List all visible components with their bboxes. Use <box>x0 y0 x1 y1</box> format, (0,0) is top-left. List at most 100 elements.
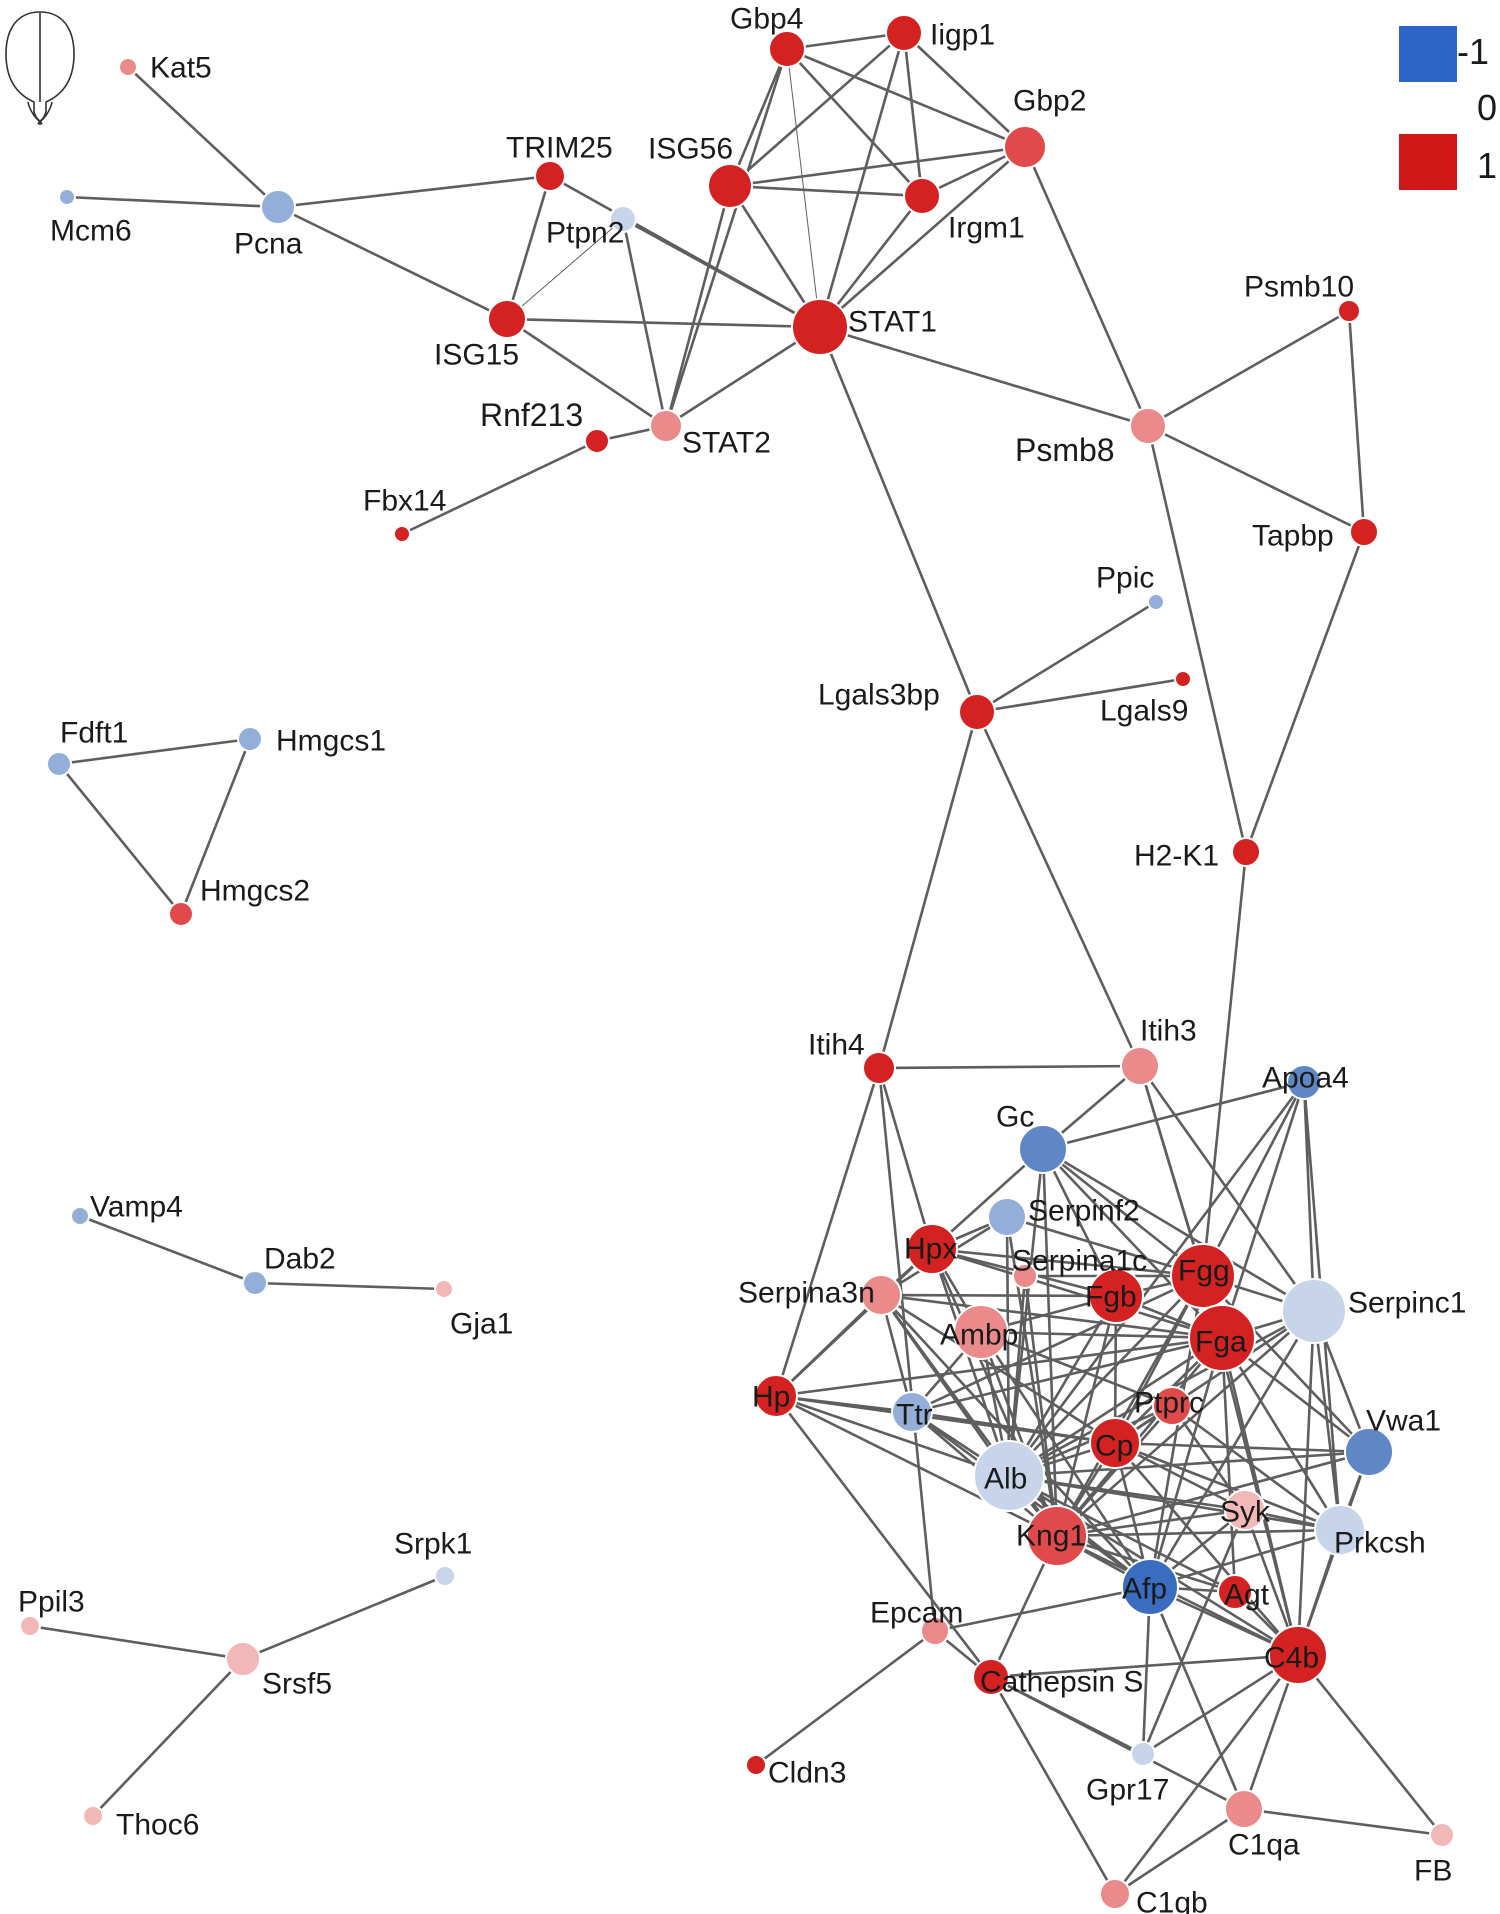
node-srpk1[interactable] <box>434 1565 456 1587</box>
node-kat5[interactable] <box>118 57 138 77</box>
node-hp[interactable] <box>754 1374 798 1418</box>
edge-dab2-gja1 <box>253 1281 446 1291</box>
node-apoa4[interactable] <box>1286 1064 1322 1100</box>
node-trim25[interactable] <box>534 160 566 192</box>
node-afp[interactable] <box>1121 1558 1179 1616</box>
node-cathepsins[interactable] <box>972 1658 1010 1696</box>
node-psmb8[interactable] <box>1129 407 1167 445</box>
edge-tapbp-h2-k1 <box>1244 530 1366 854</box>
node-serpina3n[interactable] <box>860 1274 902 1316</box>
node-isg56[interactable] <box>707 163 753 209</box>
edge-cathepsins-c1qb <box>989 1675 1117 1896</box>
node-ptprc[interactable] <box>1152 1386 1192 1426</box>
node-cldn3[interactable] <box>745 1754 767 1776</box>
edge-fga-alb <box>1007 1336 1224 1478</box>
node-ppil3[interactable] <box>19 1615 41 1637</box>
node-label-serpina1c: Serpina1c <box>1012 1245 1147 1278</box>
node-gja1[interactable] <box>434 1279 454 1299</box>
node-syk[interactable] <box>1224 1489 1266 1531</box>
node-srsf5[interactable] <box>225 1641 261 1677</box>
node-label-isg15: ISG15 <box>434 339 519 372</box>
edge-serpinf2-fgg <box>1005 1215 1205 1278</box>
node-label-apoa4: Apoa4 <box>1262 1062 1349 1095</box>
edge-psmb8-psmb10 <box>1146 309 1351 428</box>
node-label-fgb: Fgb <box>1085 1281 1137 1314</box>
node-thoc6[interactable] <box>82 1805 104 1827</box>
node-stat2[interactable] <box>649 409 683 443</box>
node-ambp[interactable] <box>953 1304 1009 1360</box>
node-agt[interactable] <box>1217 1574 1253 1610</box>
node-lgals9[interactable] <box>1174 670 1192 688</box>
node-label-fdft1: Fdft1 <box>60 717 128 750</box>
node-ppic[interactable] <box>1147 593 1165 611</box>
node-fb[interactable] <box>1429 1822 1455 1848</box>
node-label-serpinc1: Serpinc1 <box>1348 1287 1466 1320</box>
node-c4b[interactable] <box>1268 1625 1328 1685</box>
node-dab2[interactable] <box>242 1270 268 1296</box>
edge-hpx-fga <box>930 1247 1224 1340</box>
node-prkcsh[interactable] <box>1314 1504 1366 1556</box>
node-label-trim25: TRIM25 <box>506 132 613 165</box>
node-label-itih4: Itih4 <box>808 1029 865 1062</box>
edge-lgals3bp-ppic <box>975 600 1158 714</box>
node-c1qb[interactable] <box>1099 1878 1131 1910</box>
node-iigp1[interactable] <box>885 14 923 52</box>
node-serpinc1[interactable] <box>1281 1278 1347 1344</box>
node-mcm6[interactable] <box>58 188 76 206</box>
node-itih4[interactable] <box>862 1051 896 1085</box>
node-gbp2[interactable] <box>1003 125 1047 169</box>
node-label-h2-k1: H2-K1 <box>1134 840 1219 873</box>
node-label-cathepsins: Cathepsin S <box>980 1666 1143 1699</box>
node-tapbp[interactable] <box>1349 517 1379 547</box>
node-kng1[interactable] <box>1026 1505 1088 1567</box>
node-label-psmb8: Psmb8 <box>1015 432 1115 468</box>
node-label-isg56: ISG56 <box>648 133 733 166</box>
edge-ambp-fga <box>979 1330 1224 1340</box>
node-hmgcs2[interactable] <box>168 901 194 927</box>
node-fga[interactable] <box>1188 1304 1256 1372</box>
node-fgg[interactable] <box>1170 1243 1236 1309</box>
node-serpina1c[interactable] <box>1012 1263 1038 1289</box>
node-label-rnf213: Rnf213 <box>480 397 583 433</box>
node-hpx[interactable] <box>906 1223 958 1275</box>
edge-iigp1-irgm1 <box>902 31 924 198</box>
edge-iigp1-stat1 <box>818 31 906 329</box>
node-isg15[interactable] <box>487 299 527 339</box>
node-epcam[interactable] <box>920 1616 950 1646</box>
node-gc[interactable] <box>1018 1124 1068 1174</box>
node-layer <box>19 14 1455 1910</box>
node-fbx14[interactable] <box>393 525 411 543</box>
node-alb[interactable] <box>973 1440 1045 1512</box>
node-label-ppic: Ppic <box>1096 562 1154 595</box>
node-serpinf2[interactable] <box>987 1197 1027 1237</box>
node-fgb[interactable] <box>1088 1268 1144 1324</box>
node-fdft1[interactable] <box>46 751 72 777</box>
node-vwa1[interactable] <box>1344 1427 1394 1477</box>
node-h2-k1[interactable] <box>1231 837 1261 867</box>
node-ttr[interactable] <box>891 1391 933 1433</box>
node-stat1[interactable] <box>791 298 849 356</box>
edge-ptprc-ambp <box>979 1330 1174 1408</box>
node-hmgcs1[interactable] <box>237 726 263 752</box>
node-rnf213[interactable] <box>584 428 610 454</box>
node-itih3[interactable] <box>1120 1046 1160 1086</box>
node-lgals3bp[interactable] <box>958 693 996 731</box>
legend-swatch-pos <box>1399 134 1457 190</box>
node-cp[interactable] <box>1089 1417 1141 1469</box>
node-vamp4[interactable] <box>70 1206 90 1226</box>
edge-apoa4-alb <box>1007 1080 1306 1478</box>
node-pcna[interactable] <box>260 189 296 225</box>
node-c1qa[interactable] <box>1224 1789 1264 1829</box>
node-gpr17[interactable] <box>1130 1741 1156 1767</box>
node-label-srsf5: Srsf5 <box>262 1668 332 1701</box>
node-irgm1[interactable] <box>903 177 941 215</box>
edge-cp-prkcsh <box>1113 1441 1342 1532</box>
node-label-stat1: STAT1 <box>848 306 937 339</box>
node-psmb10[interactable] <box>1337 299 1361 323</box>
node-label-fga: Fga <box>1195 1326 1247 1359</box>
node-ptpn2[interactable] <box>609 205 637 233</box>
node-gbp4[interactable] <box>768 30 806 68</box>
edge-serpina3n-fga <box>879 1293 1224 1340</box>
edge-c4b-gpr17 <box>1141 1653 1300 1756</box>
edge-pcna-isg15 <box>276 205 509 321</box>
